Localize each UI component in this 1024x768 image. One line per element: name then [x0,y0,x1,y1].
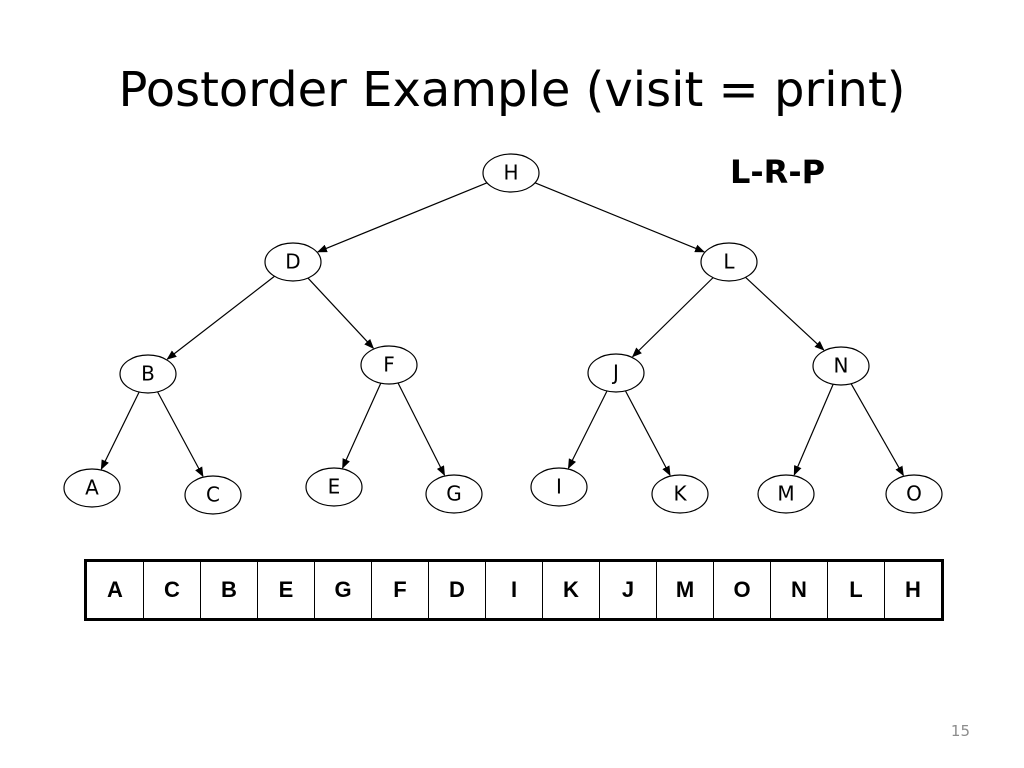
tree-node-B: B [119,354,177,394]
node-ellipse [184,475,242,515]
node-label: E [328,475,341,499]
tree-node-F: F [360,345,418,385]
node-label: B [141,362,155,386]
node-label: K [673,482,687,506]
edge-N-M [793,384,834,476]
node-label: G [446,482,462,506]
output-cell: I [485,560,543,620]
output-cell: K [542,560,600,620]
slide-title: Postorder Example (visit = print) [118,62,906,118]
node-label: L [723,250,735,274]
output-cell: D [428,560,486,620]
edge-F-E [342,382,382,469]
node-label: J [611,361,619,385]
tree-edges [100,182,904,478]
output-cell: G [314,560,372,620]
tree-node-G: G [425,474,483,514]
edge-N-O [850,383,904,477]
node-label: A [85,476,99,500]
edge-L-J [631,277,714,358]
tree-node-E: E [305,467,363,507]
node-label: D [285,250,300,274]
tree-node-O: O [885,474,943,514]
tree-node-K: K [651,474,709,514]
tree-node-M: M [757,474,815,514]
node-label: C [206,483,220,507]
tree-node-H: H [482,153,540,193]
node-ellipse [63,468,121,508]
edge-H-L [534,182,706,253]
tree-node-J: J [587,353,645,393]
edge-B-C [157,391,204,478]
node-ellipse [651,474,709,514]
output-cell: N [770,560,828,620]
node-label: M [777,482,794,506]
page-number: 15 [950,722,970,740]
output-cell: C [143,560,201,620]
output-cell: H [884,560,943,620]
node-ellipse [757,474,815,514]
tree-nodes: H D L B F J N A C E G I K M O [63,153,943,515]
node-ellipse [119,354,177,394]
node-ellipse [700,242,758,282]
node-label: O [906,482,922,506]
node-ellipse [530,467,588,507]
output-cell: J [599,560,657,620]
output-cell: O [713,560,771,620]
tree-node-D: D [264,242,322,282]
tree-node-L: L [700,242,758,282]
node-label: H [503,161,518,185]
tree-node-I: I [530,467,588,507]
output-cell: F [371,560,429,620]
edge-H-D [316,182,488,253]
node-label: F [383,353,395,377]
node-ellipse [587,353,645,393]
node-ellipse [264,242,322,282]
node-ellipse [360,345,418,385]
tree-node-A: A [63,468,121,508]
node-ellipse [812,346,870,386]
node-ellipse [425,474,483,514]
edge-D-F [307,277,375,349]
node-label: I [556,475,562,499]
tree-node-N: N [812,346,870,386]
edge-J-I [567,390,608,470]
edge-D-B [166,275,275,360]
edge-J-K [624,390,671,477]
output-cell: E [257,560,315,620]
edge-F-G [397,382,446,477]
output-cell: A [85,560,144,620]
edge-B-A [100,391,140,470]
output-cell: B [200,560,258,620]
output-cell: M [656,560,714,620]
edge-L-N [745,276,825,351]
traversal-order-label: L-R-P [730,153,826,191]
node-ellipse [885,474,943,514]
output-cell: L [827,560,885,620]
node-ellipse [482,153,540,193]
node-label: N [834,354,849,378]
node-ellipse [305,467,363,507]
tree-node-C: C [184,475,242,515]
